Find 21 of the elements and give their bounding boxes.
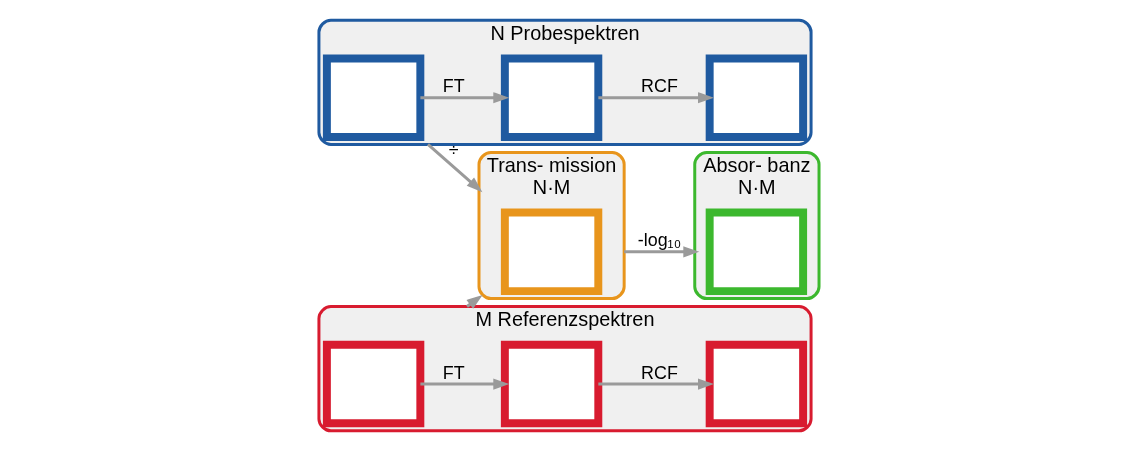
- node-box: [500, 208, 603, 296]
- arrow: [598, 378, 714, 390]
- node-box: [705, 54, 808, 141]
- node-box: [500, 54, 603, 141]
- node-box: [500, 340, 603, 428]
- edge-label: RCF: [641, 362, 678, 383]
- node-box: [322, 340, 425, 428]
- cluster: Trans- mission N·M: [477, 150, 626, 301]
- edge-label: RCF: [641, 76, 678, 97]
- node-box: [322, 54, 425, 141]
- node-box: [705, 340, 808, 428]
- arrow: [598, 92, 714, 104]
- arrow: [420, 378, 510, 390]
- arrow: [420, 92, 510, 104]
- node-box: [705, 208, 808, 296]
- arrow: [624, 246, 700, 258]
- edge-label: FT: [442, 362, 465, 383]
- cluster: Absor- banz N·M: [693, 150, 821, 301]
- arrow: [427, 143, 483, 193]
- edge-label: FT: [442, 76, 465, 97]
- edge-label: -log₁₀: [637, 230, 682, 251]
